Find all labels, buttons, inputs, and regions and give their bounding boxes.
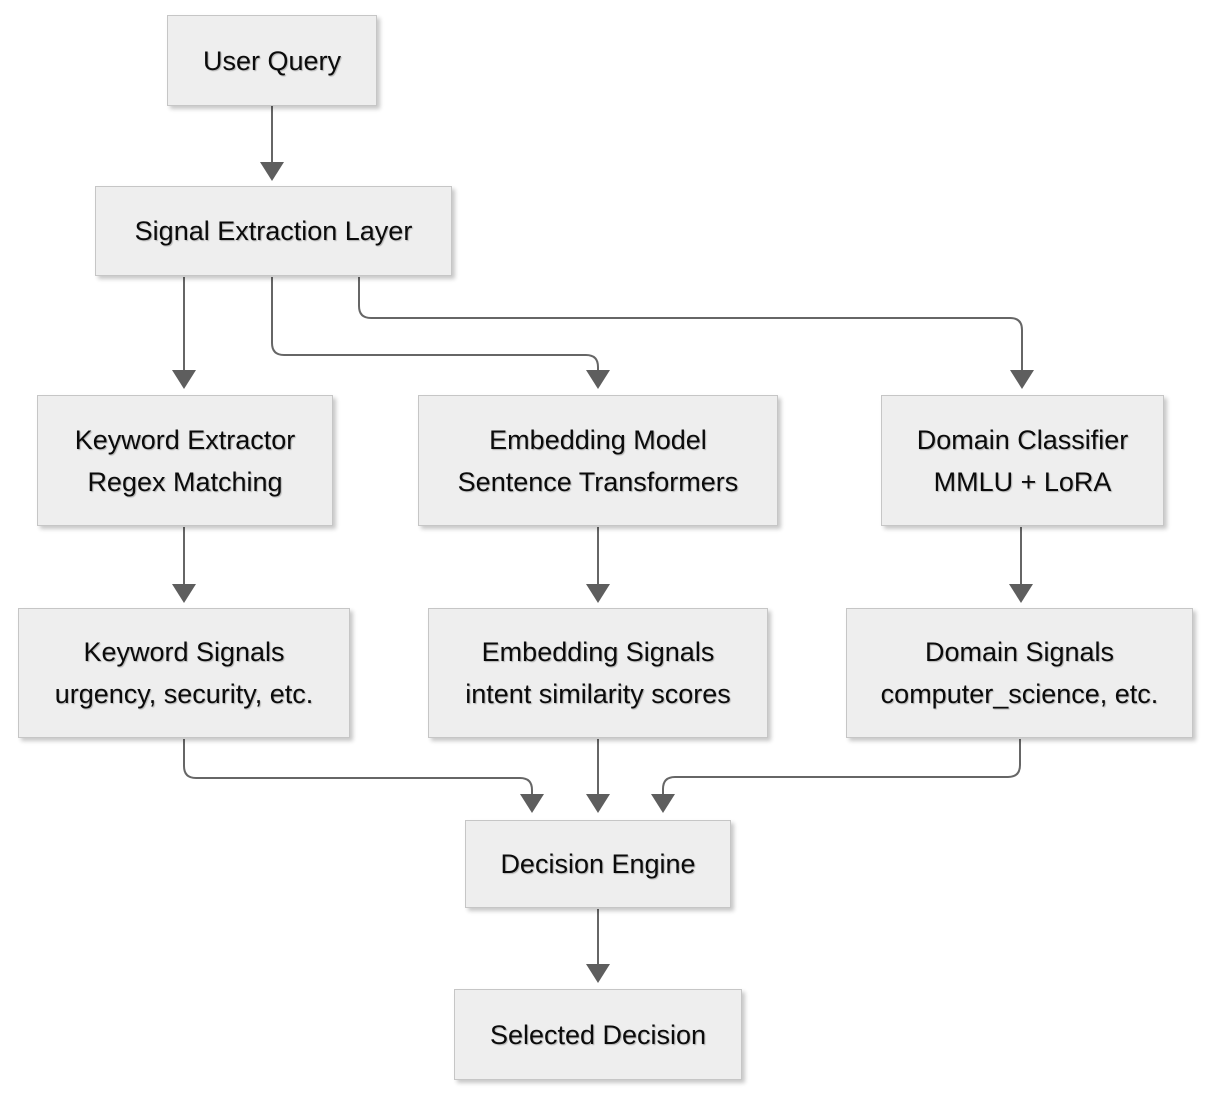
arrowhead — [520, 794, 544, 813]
arrowhead — [172, 584, 196, 603]
node-sublabel: urgency, security, etc. — [54, 679, 314, 709]
node-label: User Query — [202, 45, 342, 76]
edge-line — [662, 739, 1021, 795]
node-embedding-signals: Embedding Signals intent similarity scor… — [428, 608, 768, 738]
arrowhead — [586, 794, 610, 813]
node-label: Keyword Extractor — [74, 424, 296, 455]
arrowhead — [586, 370, 610, 389]
edge-signal-extraction-layer-to-embedding-model — [271, 277, 610, 389]
edge-user-query-to-signal-extraction-layer — [260, 106, 284, 181]
edge-embedding-signals-to-decision-engine — [586, 739, 610, 813]
node-sublabel: Sentence Transformers — [457, 466, 739, 497]
edge-keyword-signals-to-decision-engine — [183, 739, 544, 813]
node-label: Embedding Model — [489, 424, 707, 455]
edge-keyword-extractor-to-keyword-signals — [172, 527, 196, 603]
node-label: Decision Engine — [500, 849, 696, 879]
node-sublabel: MMLU + LoRA — [933, 466, 1112, 497]
edge-line — [271, 277, 599, 371]
node-label: Domain Signals — [924, 637, 1115, 667]
node-sublabel: computer_science, etc. — [880, 679, 1159, 709]
node-embedding-model: Embedding Model Sentence Transformers — [418, 395, 778, 526]
arrowhead — [1010, 370, 1034, 389]
node-sublabel: Regex Matching — [87, 466, 283, 497]
node-user-query: User Query — [167, 15, 377, 106]
edge-signal-extraction-layer-to-keyword-extractor — [172, 277, 196, 389]
edge-line — [358, 277, 1023, 371]
edge-line — [183, 739, 533, 795]
node-domain-classifier: Domain Classifier MMLU + LoRA — [881, 395, 1164, 526]
node-label: Domain Classifier — [916, 424, 1129, 455]
node-signal-extraction-layer: Signal Extraction Layer — [95, 186, 452, 276]
node-keyword-extractor: Keyword Extractor Regex Matching — [37, 395, 333, 526]
node-label: Embedding Signals — [481, 637, 715, 667]
arrowhead — [1009, 584, 1033, 603]
node-label: Signal Extraction Layer — [134, 216, 413, 246]
node-domain-signals: Domain Signals computer_science, etc. — [846, 608, 1193, 738]
node-selected-decision: Selected Decision — [454, 989, 742, 1080]
node-label: Selected Decision — [489, 1019, 707, 1050]
arrowhead — [586, 964, 610, 983]
node-keyword-signals: Keyword Signals urgency, security, etc. — [18, 608, 350, 738]
edge-embedding-model-to-embedding-signals — [586, 527, 610, 603]
edge-domain-classifier-to-domain-signals — [1009, 527, 1033, 603]
arrowhead — [172, 370, 196, 389]
edge-signal-extraction-layer-to-domain-classifier — [358, 277, 1034, 389]
node-decision-engine: Decision Engine — [465, 820, 731, 908]
edge-domain-signals-to-decision-engine — [651, 739, 1021, 813]
node-sublabel: intent similarity scores — [465, 679, 731, 709]
arrowhead — [260, 162, 284, 181]
arrowhead — [586, 584, 610, 603]
arrowhead — [651, 794, 675, 813]
node-label: Keyword Signals — [83, 637, 285, 667]
edge-decision-engine-to-selected-decision — [586, 909, 610, 983]
